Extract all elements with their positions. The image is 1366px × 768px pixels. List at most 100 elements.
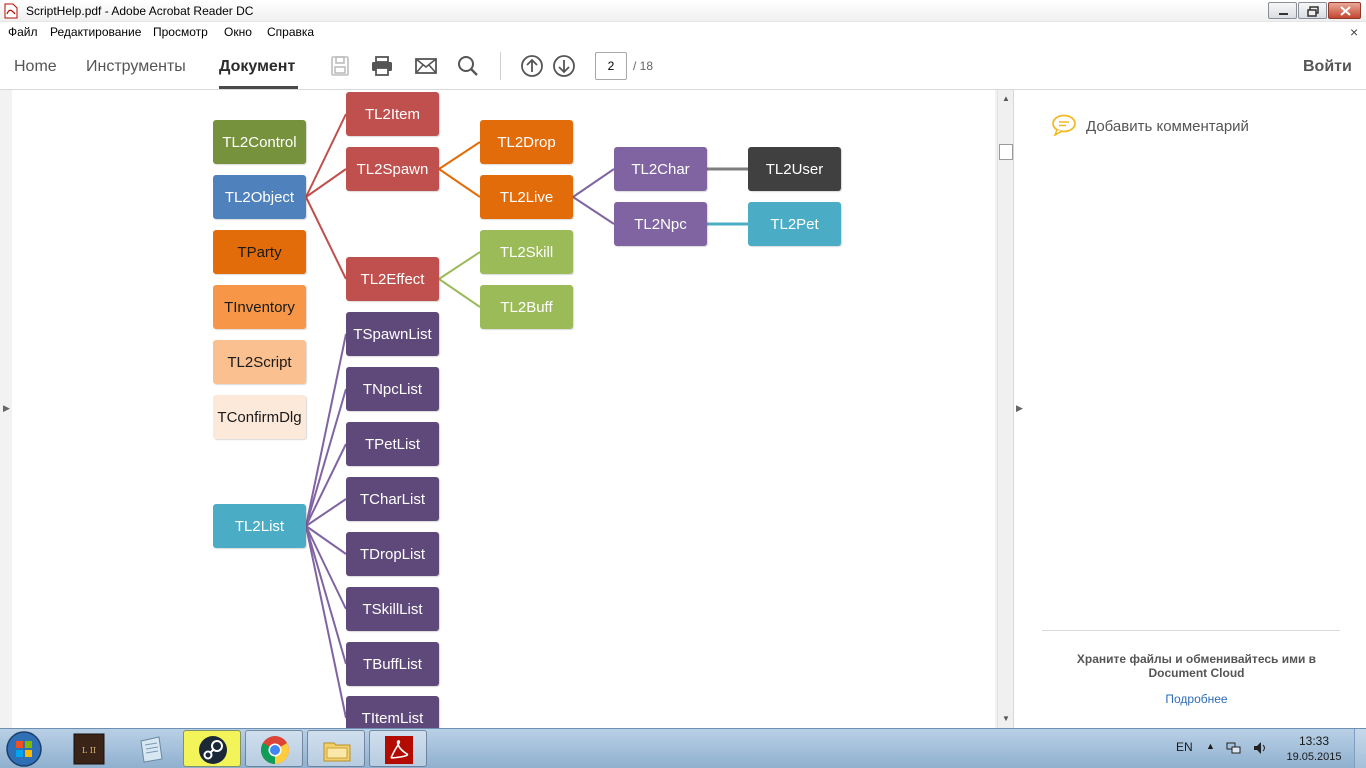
page-total: / 18: [633, 59, 654, 73]
node-tl2object: TL2Object: [213, 175, 306, 219]
document-area: ▶ TL2Control TL2Object TParty TInventory…: [0, 90, 1013, 728]
add-comment-button[interactable]: Добавить комментарий: [1086, 118, 1249, 135]
node-tl2char: TL2Char: [614, 147, 707, 191]
connector-tl2list-tpetlist: [305, 443, 347, 527]
network-icon[interactable]: [1226, 740, 1242, 756]
page-number-input[interactable]: 2: [595, 52, 627, 80]
comment-icon[interactable]: [1051, 114, 1077, 136]
save-icon[interactable]: [328, 54, 352, 78]
close-icon: [1340, 6, 1351, 16]
taskbar-app-game[interactable]: L II: [60, 730, 118, 767]
class-diagram: [305, 113, 748, 719]
right-pane: ▶ Добавить комментарий Храните файлы и о…: [1013, 90, 1366, 728]
tab-home[interactable]: Home: [14, 58, 57, 75]
tab-tools[interactable]: Инструменты: [86, 58, 186, 75]
menu-edit[interactable]: Редактирование: [50, 25, 142, 39]
taskbar-app-explorer[interactable]: [307, 730, 365, 767]
page-up-icon[interactable]: [520, 54, 544, 78]
toolbar-separator: [500, 52, 501, 80]
taskbar-app-notes[interactable]: [122, 730, 180, 767]
pdf-app-icon: [4, 3, 18, 19]
document-close-button[interactable]: ×: [1350, 24, 1359, 40]
connector-tl2list-tskilllist: [305, 525, 347, 610]
connector-tl2list-tdroplist: [305, 525, 347, 555]
node-tl2spawn: TL2Spawn: [346, 147, 439, 191]
email-icon[interactable]: [414, 54, 438, 78]
clock-time[interactable]: 13:33: [1298, 734, 1330, 748]
vertical-scrollbar[interactable]: ▲ ▼: [997, 90, 1013, 728]
node-tl2drop: TL2Drop: [480, 120, 573, 164]
taskbar-app-chrome[interactable]: [245, 730, 303, 767]
scroll-down-icon[interactable]: ▼: [1002, 714, 1010, 723]
print-icon[interactable]: [370, 54, 394, 78]
taskbar: L II EN ▲ 13:33 19.05.2015: [0, 728, 1366, 768]
maximize-button[interactable]: [1298, 2, 1327, 19]
node-tconfirmdlg: TConfirmDlg: [213, 395, 306, 439]
page-down-icon[interactable]: [552, 54, 576, 78]
connector-tl2effect-tl2skill: [438, 251, 481, 280]
signin-button[interactable]: Войти: [1303, 58, 1352, 75]
node-tbufflist: TBuffList: [346, 642, 439, 686]
restore-icon: [1307, 6, 1319, 17]
connector-tl2list-tcharlist: [305, 498, 347, 527]
clock-date[interactable]: 19.05.2015: [1286, 751, 1342, 763]
node-tinventory: TInventory: [213, 285, 306, 329]
connector-tl2object-tl2spawn: [305, 168, 347, 198]
document-cloud-promo: Храните файлы и обменивайтесь ими в Docu…: [1076, 652, 1317, 680]
menu-view[interactable]: Просмотр: [153, 25, 208, 39]
node-tl2pet: TL2Pet: [748, 202, 841, 246]
node-tspawnlist: TSpawnList: [346, 312, 439, 356]
node-tl2user: TL2User: [748, 147, 841, 191]
toolbar: Home Инструменты Документ: [0, 42, 1366, 90]
minimize-icon: [1279, 13, 1288, 15]
tab-document[interactable]: Документ: [219, 58, 296, 75]
right-pane-separator: [1042, 630, 1340, 631]
taskbar-app-acrobat[interactable]: [369, 730, 427, 767]
minimize-button[interactable]: [1268, 2, 1297, 19]
chrome-icon: [261, 736, 289, 764]
collapse-right-pane-icon[interactable]: ▶: [1016, 403, 1023, 413]
node-titemlist: TItemList: [346, 696, 439, 728]
node-tl2effect: TL2Effect: [346, 257, 439, 301]
connector-tl2list-tbufflist: [305, 525, 347, 665]
folder-icon: [323, 742, 351, 762]
steam-icon: [199, 736, 227, 764]
active-tab-indicator: [219, 86, 298, 89]
taskbar-app-steam[interactable]: [183, 730, 241, 767]
menu-bar: Файл Редактирование Просмотр Окно Справк…: [0, 22, 1366, 42]
start-button-icon[interactable]: [4, 730, 44, 768]
scroll-up-icon[interactable]: ▲: [1002, 94, 1010, 103]
show-hidden-icons-icon[interactable]: ▲: [1206, 741, 1215, 751]
node-tl2list: TL2List: [213, 504, 306, 548]
connector-tl2spawn-tl2live: [438, 168, 481, 198]
left-pane-toggle[interactable]: ▶: [0, 90, 12, 728]
show-desktop-button[interactable]: [1354, 729, 1366, 768]
learn-more-link[interactable]: Подробнее: [1165, 692, 1228, 706]
scrollbar-thumb[interactable]: [999, 144, 1013, 160]
connector-tl2list-tnpclist: [305, 388, 347, 527]
language-indicator[interactable]: EN: [1176, 740, 1193, 754]
node-tl2buff: TL2Buff: [480, 285, 573, 329]
connector-tl2object-tl2effect: [305, 196, 347, 280]
diagram-connectors: [305, 113, 748, 719]
node-tl2control: TL2Control: [213, 120, 306, 164]
title-bar: ScriptHelp.pdf - Adobe Acrobat Reader DC: [0, 0, 1366, 22]
expand-left-pane-icon[interactable]: ▶: [3, 403, 10, 413]
search-icon[interactable]: [456, 54, 480, 78]
menu-window[interactable]: Окно: [224, 25, 252, 39]
connector-tl2list-tspawnlist: [305, 333, 347, 527]
node-tl2item: TL2Item: [346, 92, 439, 136]
close-button[interactable]: [1328, 2, 1361, 19]
svg-text:L II: L II: [82, 746, 96, 755]
volume-icon[interactable]: [1252, 740, 1268, 756]
node-tdroplist: TDropList: [346, 532, 439, 576]
menu-help[interactable]: Справка: [267, 25, 315, 39]
node-tpetlist: TPetList: [346, 422, 439, 466]
node-tl2live: TL2Live: [480, 175, 573, 219]
acrobat-icon: [385, 736, 413, 764]
notepad-icon: [140, 736, 163, 763]
menu-file[interactable]: Файл: [8, 25, 38, 39]
pdf-page: TL2Control TL2Object TParty TInventory T…: [12, 90, 995, 728]
connector-tl2list-titemlist: [305, 525, 347, 719]
